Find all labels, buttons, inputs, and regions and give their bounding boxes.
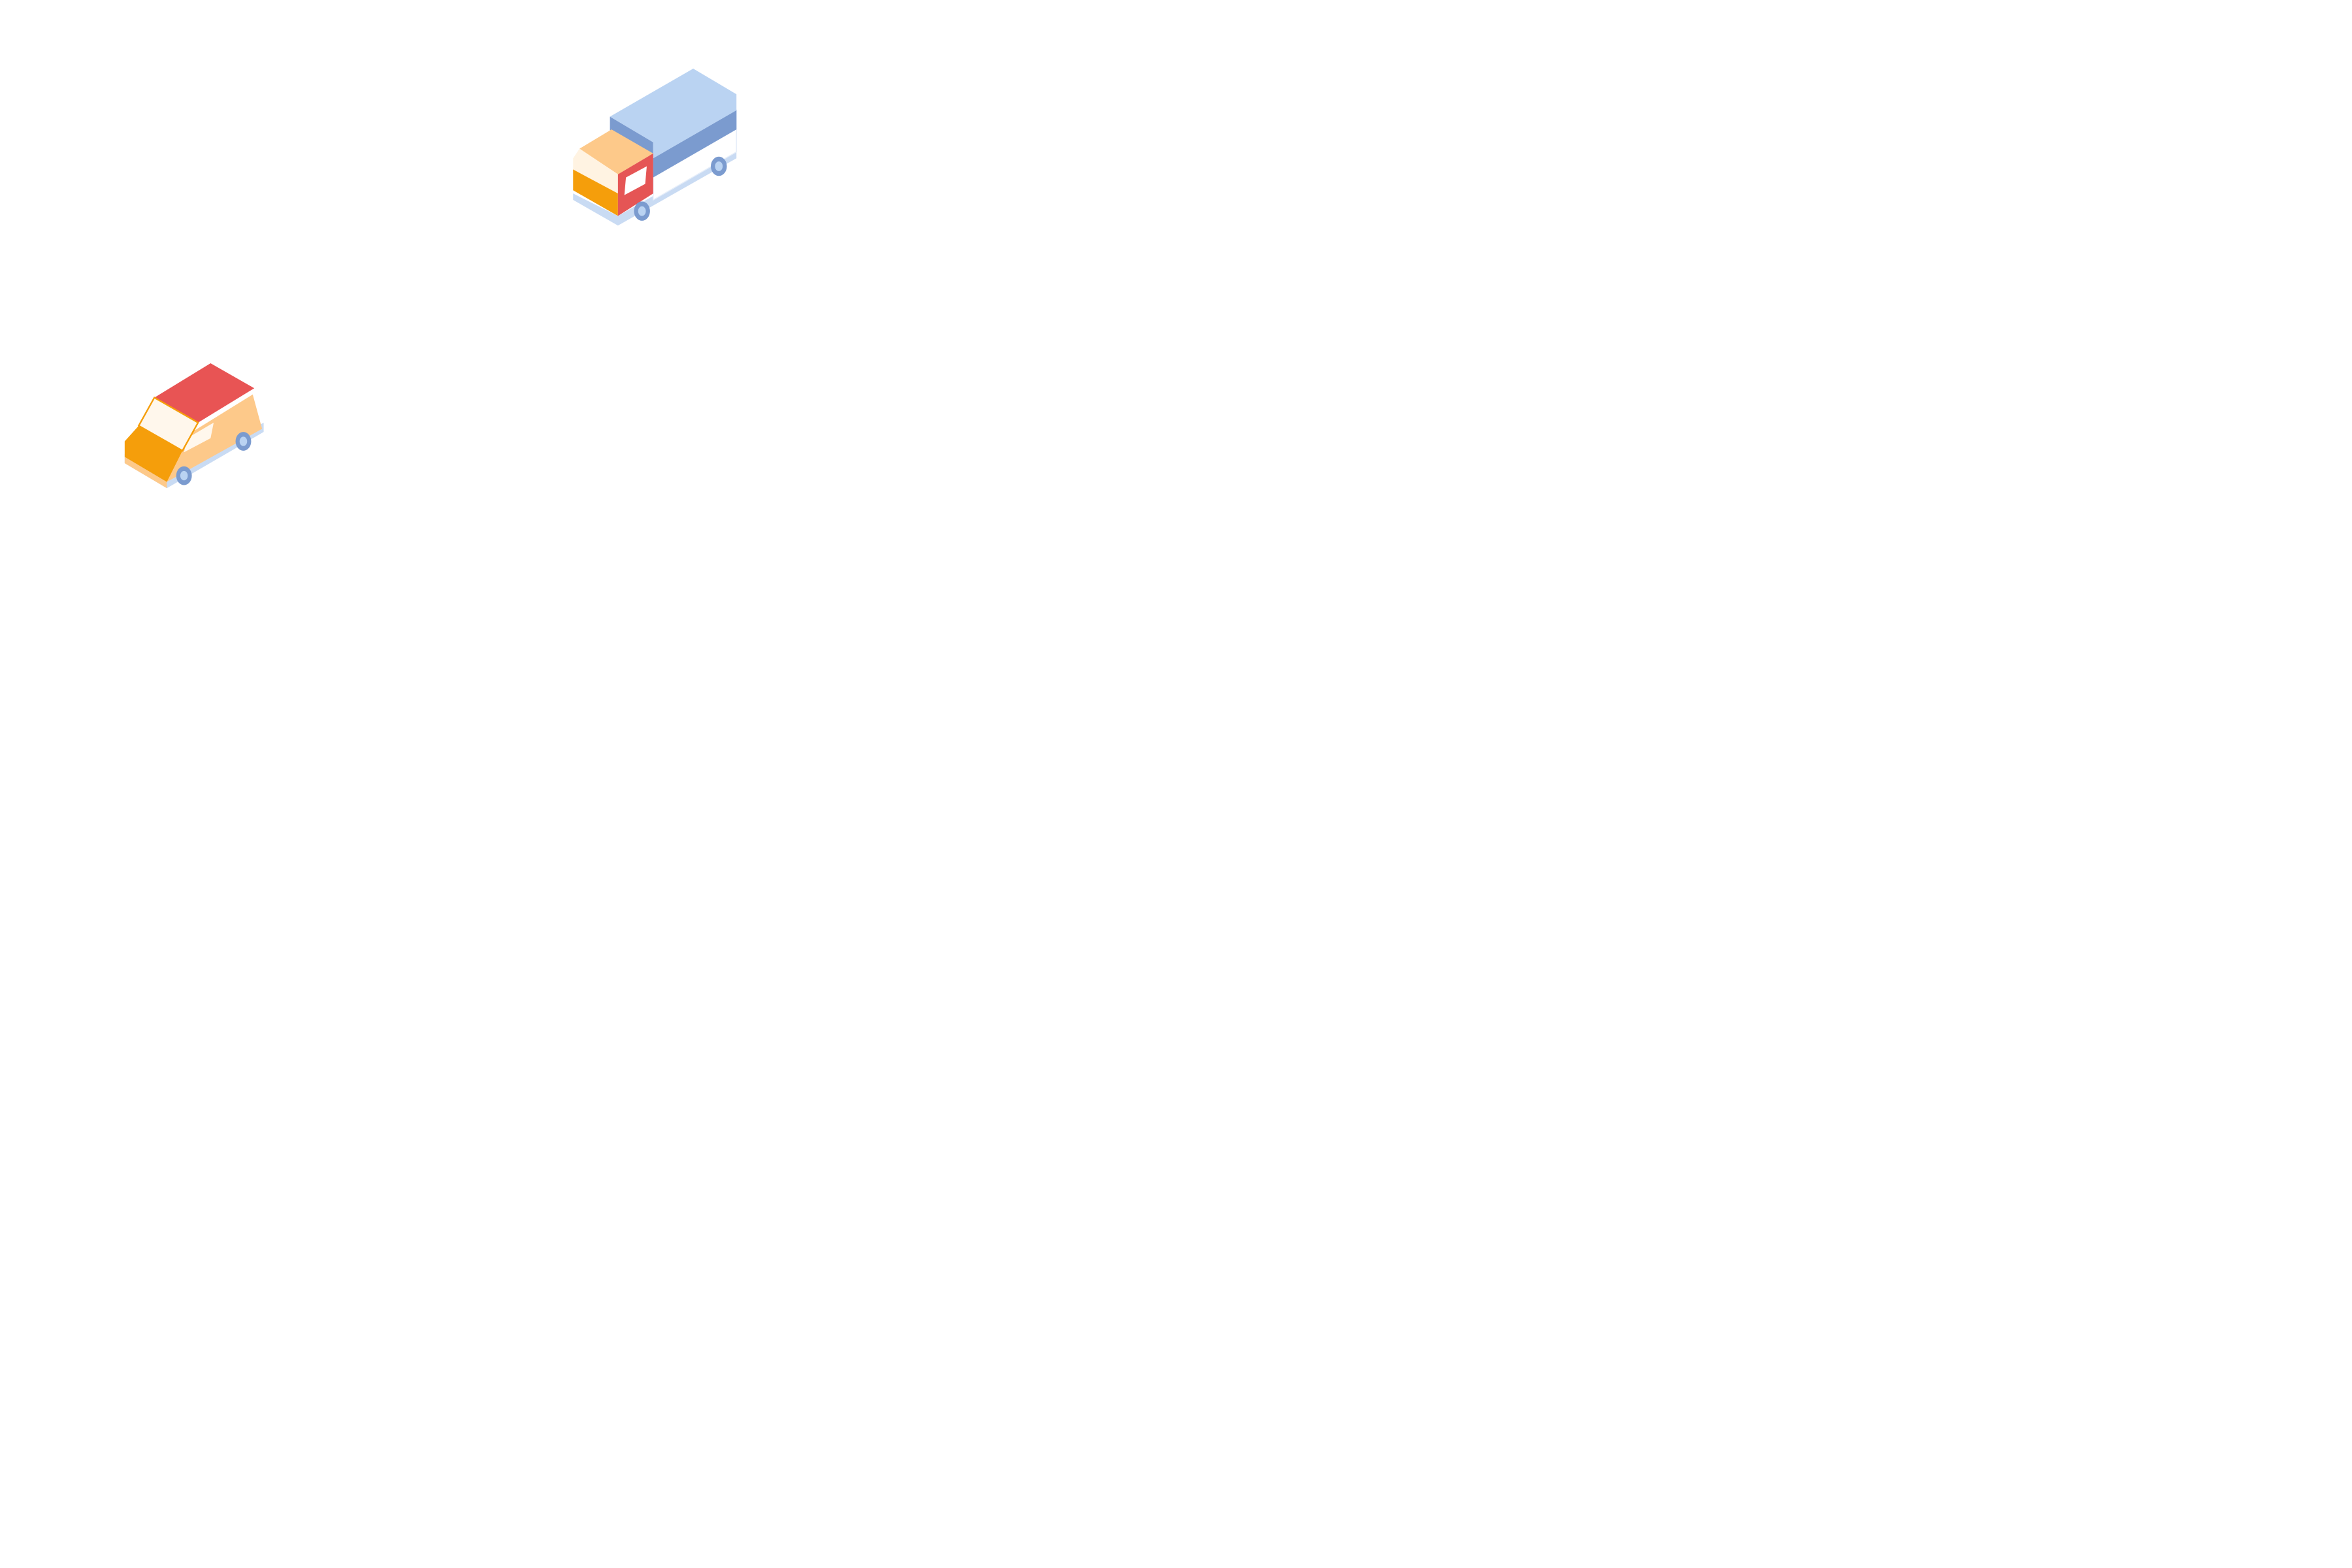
van-hood [124, 425, 183, 482]
van-windshield [137, 396, 199, 452]
van-rear-hub [239, 436, 248, 446]
truck-side-window [624, 166, 647, 195]
truck-rear-hub [715, 161, 723, 171]
truck-cargo-top [610, 69, 737, 159]
box-truck-icon [573, 69, 737, 226]
van-front-hub [180, 470, 188, 481]
truck-cab-roof [580, 129, 653, 174]
van-side-window [184, 422, 214, 453]
truck-front-hub [638, 206, 646, 216]
truck-windshield [573, 148, 618, 194]
van-body-side [167, 394, 263, 482]
van-roof [154, 363, 255, 423]
van-icon [124, 363, 264, 489]
truck-cargo-stripe [653, 110, 737, 178]
truck-cab-front [573, 169, 618, 216]
van-bumper [124, 457, 167, 489]
